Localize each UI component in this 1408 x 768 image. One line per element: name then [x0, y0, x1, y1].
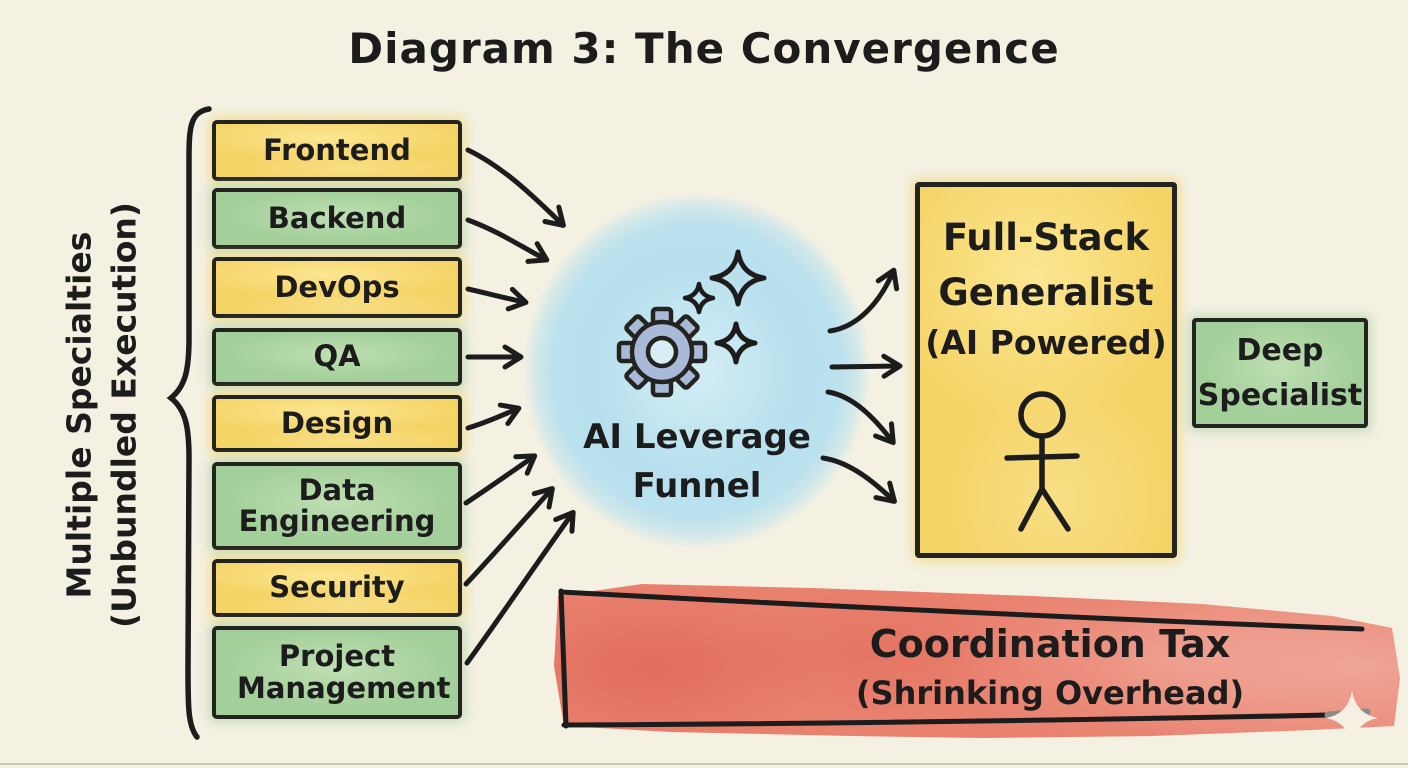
- banner-text: Coordination Tax (Shrinking Overhead): [700, 622, 1400, 712]
- bottom-edge-line: [0, 763, 1408, 765]
- left-group-label-line2: (Unbundled Execution): [104, 201, 143, 629]
- specialty-box-qa: QA: [212, 328, 462, 386]
- specialty-box-project-management: Project Management: [212, 626, 462, 719]
- arrow-devops: [465, 286, 529, 312]
- specialty-label: Frontend: [263, 132, 411, 167]
- arrow-design: [465, 402, 522, 431]
- arrow-backend: [465, 217, 550, 264]
- specialty-label: Design: [280, 405, 394, 440]
- specialty-box-security: Security: [212, 559, 462, 617]
- specialty-box-frontend: Frontend: [212, 120, 462, 181]
- arrow-frontend: [465, 147, 566, 228]
- specialty-label: DevOps: [274, 269, 400, 304]
- specialty-label: Data Engineering: [238, 472, 436, 538]
- specialty-label: Backend: [267, 200, 407, 235]
- funnel-label-line1: AI Leverage: [583, 417, 811, 457]
- full-stack-generalist-box: Full-Stack Generalist (AI Powered): [915, 182, 1177, 558]
- left-group-label: Multiple Specialties (Unbundled Executio…: [57, 202, 146, 628]
- banner-title: Coordination Tax: [869, 622, 1231, 666]
- specialty-label: QA: [313, 339, 361, 374]
- specialty-box-data-engineering: Data Engineering: [212, 462, 462, 550]
- funnel-label-line2: Funnel: [632, 466, 762, 507]
- generalist-subtitle: (AI Powered): [925, 322, 1167, 362]
- specialty-box-devops: DevOps: [212, 257, 462, 318]
- generalist-title-line2: Generalist: [938, 270, 1154, 314]
- specialty-label: Security: [269, 570, 405, 605]
- specialty-box-backend: Backend: [212, 188, 462, 249]
- generalist-text: Full-Stack Generalist (AI Powered): [920, 211, 1172, 362]
- specialty-box-design: Design: [212, 395, 462, 452]
- specialist-label-line1: Deep: [1236, 333, 1324, 368]
- generalist-title-line1: Full-Stack: [942, 216, 1150, 259]
- curly-brace-icon: [166, 106, 212, 740]
- deep-specialist-box: Deep Specialist: [1192, 318, 1368, 428]
- specialty-label: Project Management: [237, 639, 451, 705]
- specialist-label-line2: Specialist: [1197, 378, 1363, 413]
- banner-subtitle: (Shrinking Overhead): [855, 674, 1245, 712]
- funnel-label: AI Leverage Funnel: [523, 413, 871, 512]
- left-group-label-line1: Multiple Specialties: [59, 231, 99, 599]
- diagram-title: Diagram 3: The Convergence: [348, 24, 1060, 73]
